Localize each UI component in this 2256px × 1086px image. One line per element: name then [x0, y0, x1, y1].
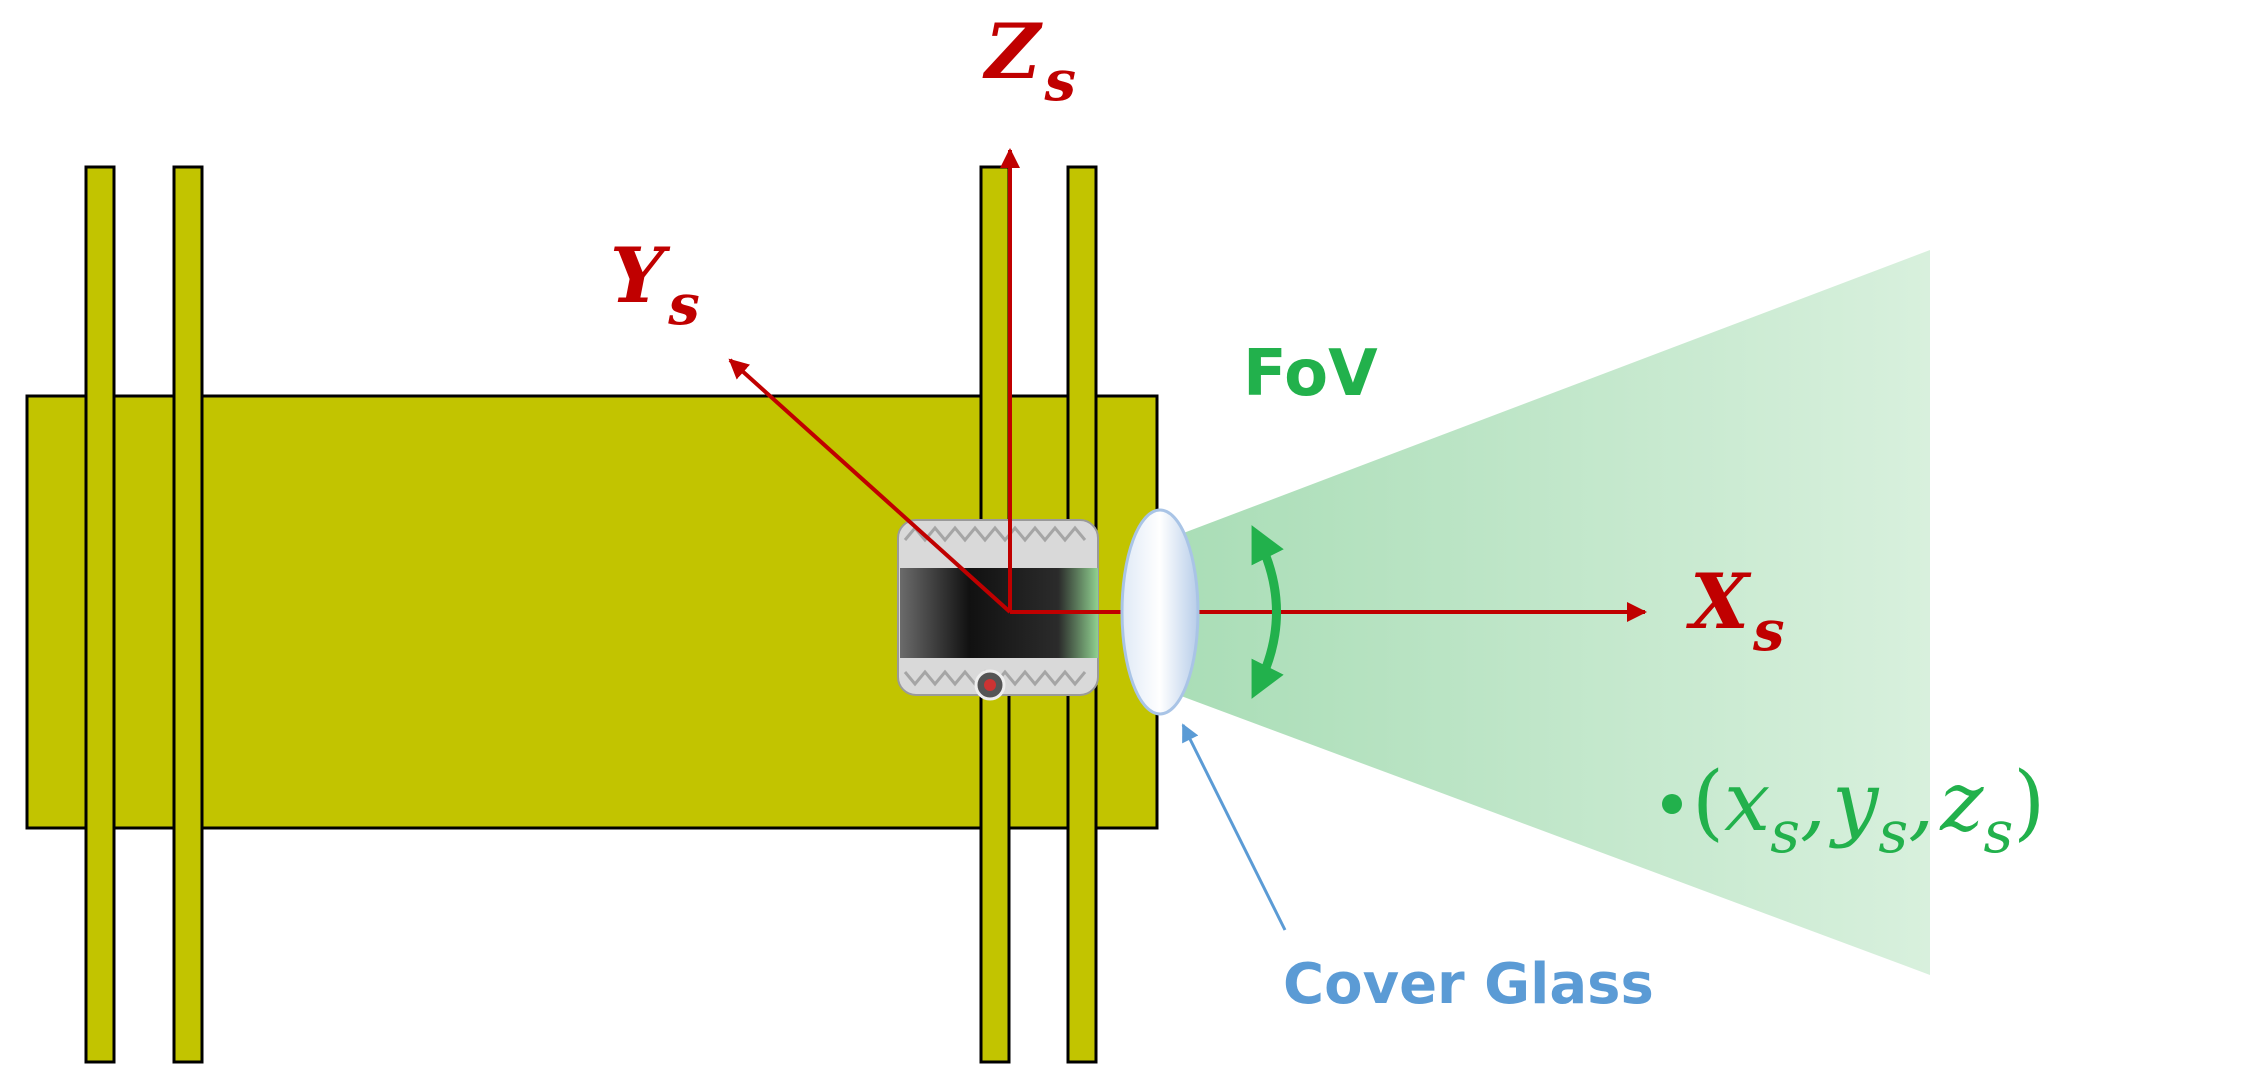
cover-glass-pointer [1181, 723, 1287, 931]
x-axis-label: Xs [1686, 557, 1785, 664]
point-coordinate-label: (xs,ys,zs) [1692, 755, 2045, 866]
fov-label: FoV [1243, 337, 1378, 411]
y-axis-arrow [728, 358, 1012, 614]
lidar-sensor-icon [897, 519, 1099, 701]
y-axis-label: Ys [610, 231, 700, 338]
cover-glass-label: Cover Glass [1283, 952, 1654, 1017]
fov-double-arrow-icon [1251, 525, 1284, 699]
frame-post [84, 165, 116, 1064]
point-dot [1662, 794, 1682, 814]
z-axis-label: Zs [982, 7, 1076, 114]
cover-glass-lens [1120, 508, 1200, 716]
frame-post [172, 165, 204, 1064]
